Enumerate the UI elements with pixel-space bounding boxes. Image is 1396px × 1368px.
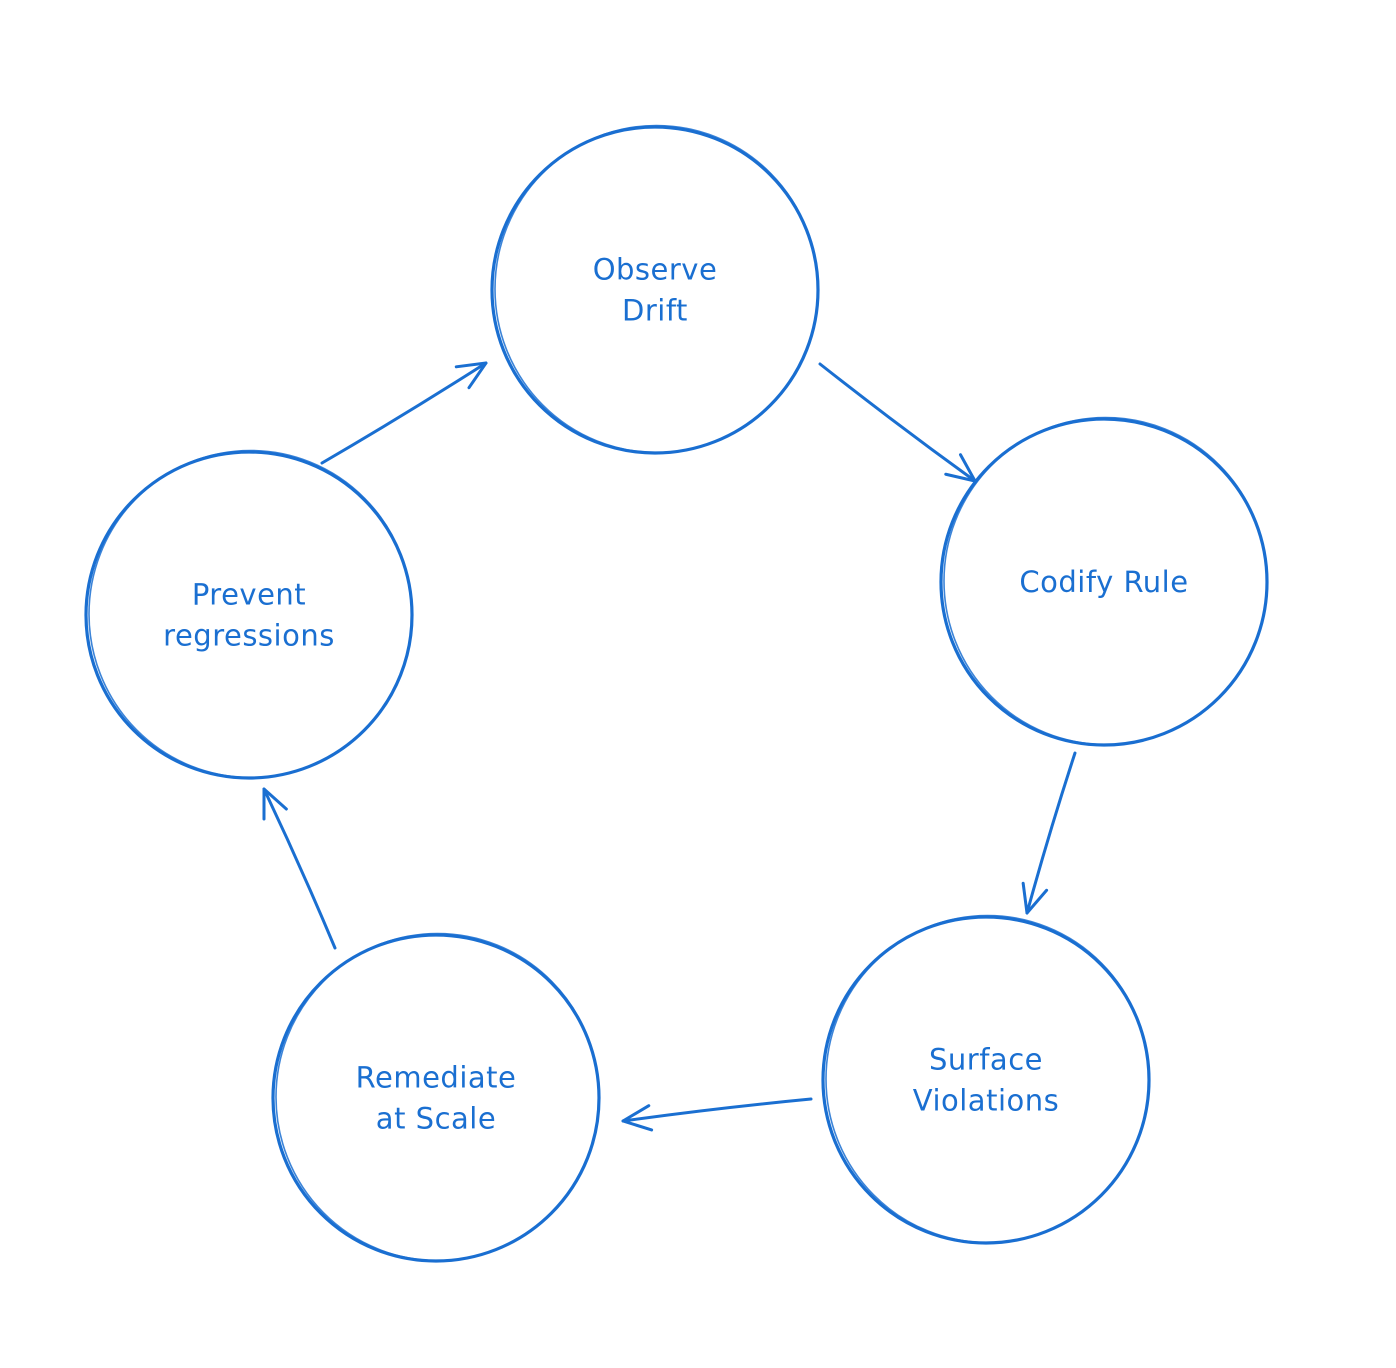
arrow-shaft xyxy=(621,1097,813,1123)
node-label: Prevent xyxy=(192,578,306,612)
node-circle-sketch xyxy=(275,932,600,1262)
node-label: Drift xyxy=(622,294,688,328)
arrow-shaft xyxy=(1025,751,1077,915)
node-label: Violations xyxy=(913,1084,1060,1118)
arrow-remediate-at-scale-to-prevent-regressions xyxy=(262,787,337,950)
node-circle-sketch xyxy=(825,914,1150,1244)
node-prevent-regressions: Prevent regressions xyxy=(84,449,414,780)
arrow-prevent-regressions-to-observe-drift xyxy=(320,361,488,465)
node-remediate-at-scale: Remediate at Scale xyxy=(271,932,601,1263)
arrow-shaft xyxy=(818,362,977,483)
edges-layer xyxy=(262,361,1077,1132)
node-circle-sketch xyxy=(88,449,413,779)
arrow-surface-violations-to-remediate-at-scale xyxy=(621,1097,813,1132)
arrow-head xyxy=(454,361,488,390)
node-label: Observe xyxy=(593,253,718,287)
node-label: Surface xyxy=(929,1043,1043,1077)
node-label: Codify Rule xyxy=(1019,565,1188,599)
node-codify-rule: Codify Rule xyxy=(939,416,1269,747)
node-circle-sketch xyxy=(494,124,819,454)
arrow-head xyxy=(262,787,288,821)
node-label: at Scale xyxy=(376,1102,496,1136)
arrow-head xyxy=(1021,881,1049,915)
arrow-codify-rule-to-surface-violations xyxy=(1021,751,1077,915)
arrow-shaft xyxy=(320,361,488,465)
node-label: Remediate xyxy=(356,1061,517,1095)
arrow-shaft xyxy=(262,787,337,950)
arrow-observe-drift-to-codify-rule xyxy=(818,362,977,483)
node-circle-sketch xyxy=(943,416,1268,746)
arrow-head xyxy=(621,1104,654,1132)
node-label: regressions xyxy=(163,619,335,653)
